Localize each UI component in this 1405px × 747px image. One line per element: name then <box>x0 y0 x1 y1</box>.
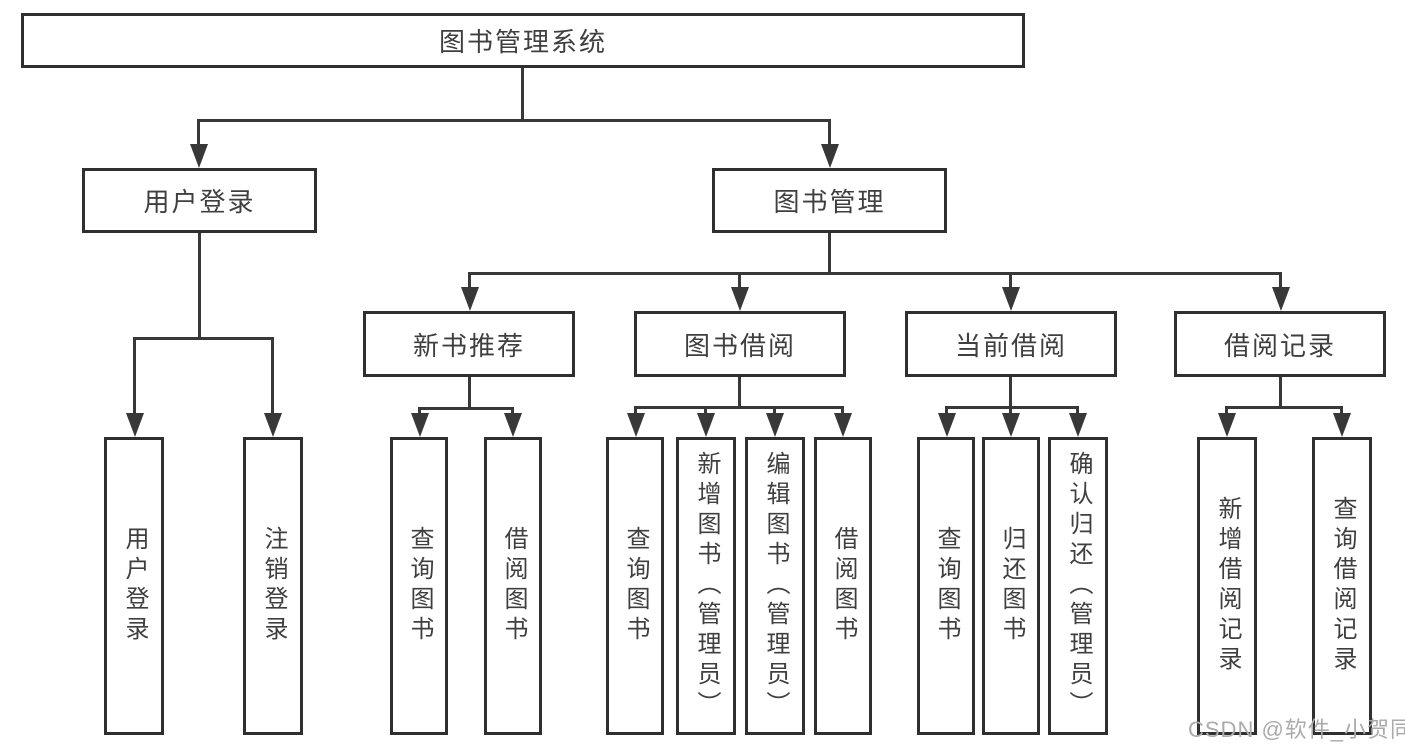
connector-arrow-down <box>634 406 637 413</box>
node-book-borrowing: 图书借阅 <box>634 311 846 377</box>
node-current-borrowing: 当前借阅 <box>905 311 1117 377</box>
node-leaf-borrow-books-borrowing: 借阅图书 <box>814 437 872 735</box>
node-leaf-query-borrow-record: 查询借阅记录 <box>1312 437 1372 735</box>
node-leaf-return-books: 归还图书 <box>982 437 1040 735</box>
connector-vline <box>468 377 471 407</box>
node-leaf-confirm-return-admin: 确认归还（管理员） <box>1048 437 1108 735</box>
connector-hline <box>468 272 1282 275</box>
node-book-management: 图书管理 <box>712 168 947 233</box>
node-new-book-recommend: 新书推荐 <box>363 311 575 377</box>
node-leaf-add-books-admin: 新增图书（管理员） <box>676 437 736 735</box>
connector-vline <box>1009 377 1012 406</box>
node-leaf-query-books-recommend: 查询图书 <box>390 437 448 735</box>
connector-arrow-down <box>468 272 471 287</box>
connector-hline <box>197 119 831 122</box>
connector-vline <box>521 68 524 119</box>
connector-arrow-down <box>271 337 274 413</box>
node-leaf-edit-books-admin: 编辑图书（管理员） <box>745 437 805 735</box>
connector-vline <box>1279 377 1282 406</box>
connector-arrow-down <box>773 406 776 413</box>
connector-vline <box>828 233 831 272</box>
connector-hline <box>133 337 274 340</box>
connector-arrow-down <box>1340 406 1343 413</box>
connector-arrow-down <box>738 272 741 287</box>
connector-arrow-down <box>418 407 421 413</box>
node-leaf-borrow-books-recommend: 借阅图书 <box>484 437 542 735</box>
node-leaf-user-login: 用户登录 <box>104 437 164 735</box>
connector-arrow-down <box>1279 272 1282 287</box>
connector-vline <box>738 377 741 406</box>
connector-arrow-down <box>841 406 844 413</box>
node-leaf-query-books-borrowing: 查询图书 <box>606 437 664 735</box>
connector-arrow-down <box>1009 406 1012 413</box>
connector-arrow-down <box>197 119 200 144</box>
connector-hline <box>1225 406 1342 409</box>
connector-arrow-down <box>828 119 831 144</box>
connector-arrow-down <box>704 406 707 413</box>
connector-vline <box>198 233 201 337</box>
node-leaf-query-books-current: 查询图书 <box>917 437 975 735</box>
connector-hline <box>634 406 844 409</box>
connector-hline <box>945 406 1079 409</box>
connector-arrow-down <box>133 337 136 413</box>
connector-arrow-down <box>1076 406 1079 413</box>
connector-arrow-down <box>1225 406 1228 413</box>
node-borrowing-records: 借阅记录 <box>1174 311 1386 377</box>
connector-hline <box>418 407 514 410</box>
node-root: 图书管理系统 <box>21 13 1025 68</box>
connector-arrow-down <box>511 407 514 413</box>
connector-arrow-down <box>1009 272 1012 287</box>
node-leaf-add-borrow-record: 新增借阅记录 <box>1197 437 1257 735</box>
csdn-watermark: CSDN @软件_小贺同学 <box>1188 717 1405 742</box>
node-leaf-logout: 注销登录 <box>243 437 303 735</box>
connector-arrow-down <box>945 406 948 413</box>
node-user-login: 用户登录 <box>82 168 317 233</box>
